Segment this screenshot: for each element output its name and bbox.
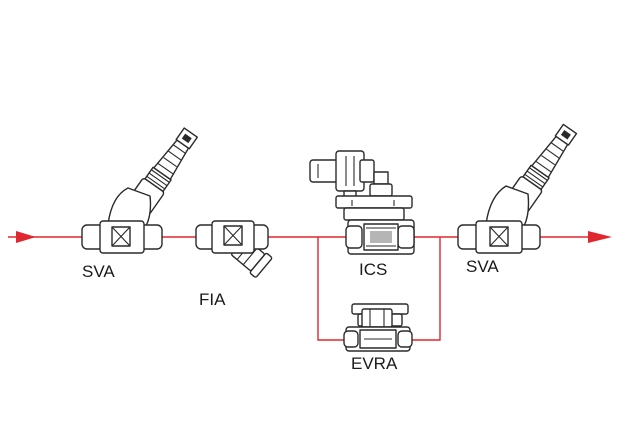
ics-valve [309, 150, 415, 255]
sva-right-label: SVA [466, 257, 499, 276]
bypass-pipe [317, 237, 346, 341]
evra-label: EVRA [351, 354, 398, 373]
inlet-arrow [16, 231, 36, 243]
outlet-arrow [588, 231, 612, 243]
evra-valve [343, 303, 413, 352]
sva-left-label: SVA [82, 262, 115, 281]
pipeline [8, 231, 612, 341]
sva-left-valve [81, 127, 199, 254]
bypass-pipe-return [410, 237, 441, 341]
fia-label: FIA [199, 290, 226, 309]
ics-label: ICS [359, 260, 388, 279]
sva-right-valve [457, 123, 578, 254]
fia-filter [195, 220, 273, 278]
